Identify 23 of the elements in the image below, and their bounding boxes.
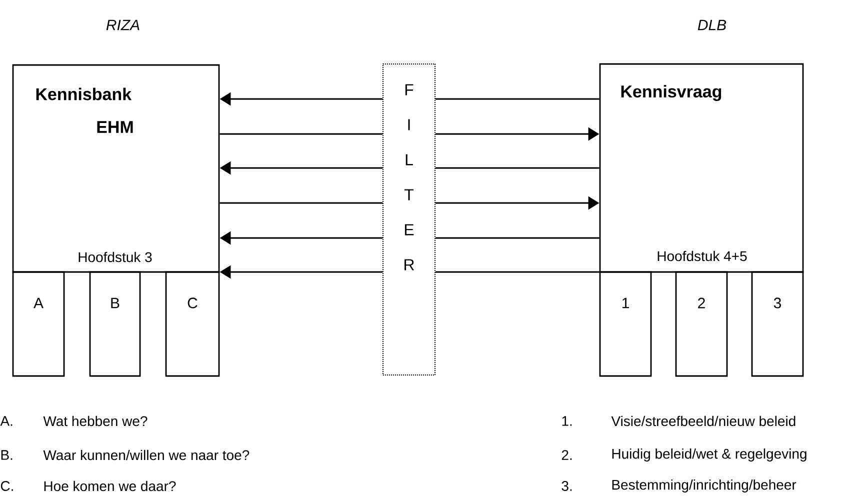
list-text: Waar kunnen/willen we naar toe? [43, 450, 250, 460]
section-box: 3 [751, 271, 804, 377]
section-box: 2 [675, 271, 728, 377]
section-box: 1 [599, 271, 652, 377]
section-box: B [89, 271, 141, 377]
list-number: 1. [562, 416, 572, 426]
list-number: C. [0, 481, 13, 491]
list-text: Visie/streefbeeld/nieuw beleid [611, 416, 796, 426]
list-text: Hoe komen we daar? [44, 480, 176, 492]
knowledge-box: Kennisvraag Hoofdstuk 4+5 [599, 63, 804, 273]
list-text: Huidig beleid/wet & regelgeving [612, 448, 806, 462]
knowledge-box: Kennisbank EHM Hoofdstuk 3 [12, 64, 220, 273]
list-text: Wat hebben we? [43, 416, 148, 426]
filter-box: F I L T E R [382, 64, 436, 376]
list-text: Bestemming/inrichting/beheer [612, 479, 796, 493]
column-heading: DLB [698, 20, 726, 30]
column-heading: RIZA [106, 20, 140, 30]
section-box: A [12, 271, 65, 377]
list-number: A. [0, 416, 12, 426]
list-number: B. [1, 450, 12, 460]
list-number: 2. [562, 450, 572, 460]
list-number: 3. [562, 481, 572, 491]
section-box: C [165, 271, 220, 377]
